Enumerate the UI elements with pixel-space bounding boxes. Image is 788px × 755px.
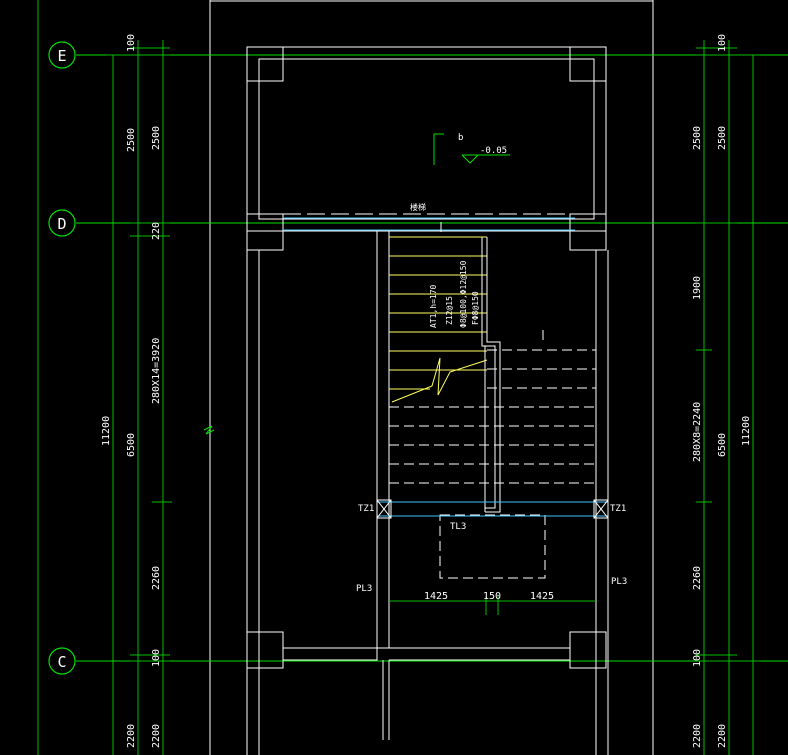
- landing-beam-tl3: [377, 501, 608, 517]
- axis-bubble-d: D: [48, 209, 76, 237]
- walls: [246, 46, 609, 755]
- axis-label-e: E: [57, 47, 66, 65]
- left-dim-2200-a: 2200: [126, 724, 137, 748]
- right-dim-2500-b: 2500: [717, 126, 728, 150]
- axis-lines: [76, 54, 788, 662]
- right-dim-280x8: 280X8=2240: [692, 402, 703, 462]
- stair-note-2: Z12@15: [445, 296, 454, 325]
- vertical-dimension-lines: [37, 0, 754, 755]
- section-symbol: [433, 133, 510, 165]
- bottom-dim-150: 150: [483, 591, 501, 602]
- stair-flight-upper: [389, 236, 487, 390]
- left-dim-220: 220: [151, 222, 162, 240]
- tz1-left-label: TZ1: [358, 504, 374, 514]
- axis-bubble-c: C: [48, 647, 76, 675]
- right-dim-2500-a: 2500: [692, 126, 703, 150]
- left-dim-6500: 6500: [126, 433, 137, 457]
- stair-flight-lower-dashed: [389, 349, 596, 579]
- pl3-left-label: PL3: [356, 584, 372, 594]
- left-dim-2260: 2260: [151, 566, 162, 590]
- tz1-right-label: TZ1: [610, 504, 626, 514]
- d-beam: [283, 217, 575, 231]
- stair-note-1: AT1,h=170: [429, 284, 438, 328]
- left-dim-100-top: 100: [126, 34, 137, 52]
- break-marker: [203, 425, 215, 435]
- left-dim-100-c: 100: [151, 649, 162, 667]
- right-dim-11200: 11200: [741, 416, 752, 446]
- elevation-label: -0.05: [480, 146, 507, 156]
- bottom-dim-1425-right: 1425: [530, 591, 554, 602]
- stair-note-3: Φ8@100,Φ12@150: [459, 260, 468, 328]
- bottom-dimension: [389, 596, 596, 615]
- right-dim-100-top: 100: [717, 34, 728, 52]
- tl3-label: TL3: [450, 522, 466, 532]
- left-dim-280x14: 280X14=3920: [151, 338, 162, 404]
- right-dim-1900: 1900: [692, 276, 703, 300]
- axis-label-d: D: [57, 215, 66, 233]
- stair-break-line: [391, 357, 488, 403]
- left-dim-2500-inner: 2500: [151, 126, 162, 150]
- right-dim-2200-b: 2200: [717, 724, 728, 748]
- right-dim-100-c: 100: [692, 649, 703, 667]
- dimension-ticks: [106, 47, 760, 662]
- bottom-dim-1425-left: 1425: [424, 591, 448, 602]
- left-dim-11200: 11200: [101, 416, 112, 446]
- section-label-b: b: [458, 133, 463, 143]
- right-dim-6500: 6500: [717, 433, 728, 457]
- right-dim-2260: 2260: [692, 566, 703, 590]
- axis-bubble-e: E: [48, 41, 76, 69]
- tz1-columns: [376, 499, 609, 519]
- stair-note-4: FΦ8@150: [471, 291, 480, 325]
- left-dim-2200-b: 2200: [151, 724, 162, 748]
- beam-tag: 楼梯: [410, 202, 426, 212]
- pl3-right-label: PL3: [611, 577, 627, 587]
- right-dim-2200-a: 2200: [692, 724, 703, 748]
- left-dim-2500-outer: 2500: [126, 128, 137, 152]
- stair-notes: AT1,h=170 Z12@15 Φ8@100,Φ12@150 FΦ8@150: [429, 260, 480, 328]
- right-dimension-labels: 100 2500 2500 1900 280X8=2240 6500 11200…: [692, 34, 752, 748]
- stair-stringer: [481, 237, 501, 513]
- axis-label-c: C: [57, 653, 66, 671]
- left-dimension-labels: 100 2500 2500 220 280X14=3920 11200 6500…: [101, 34, 162, 748]
